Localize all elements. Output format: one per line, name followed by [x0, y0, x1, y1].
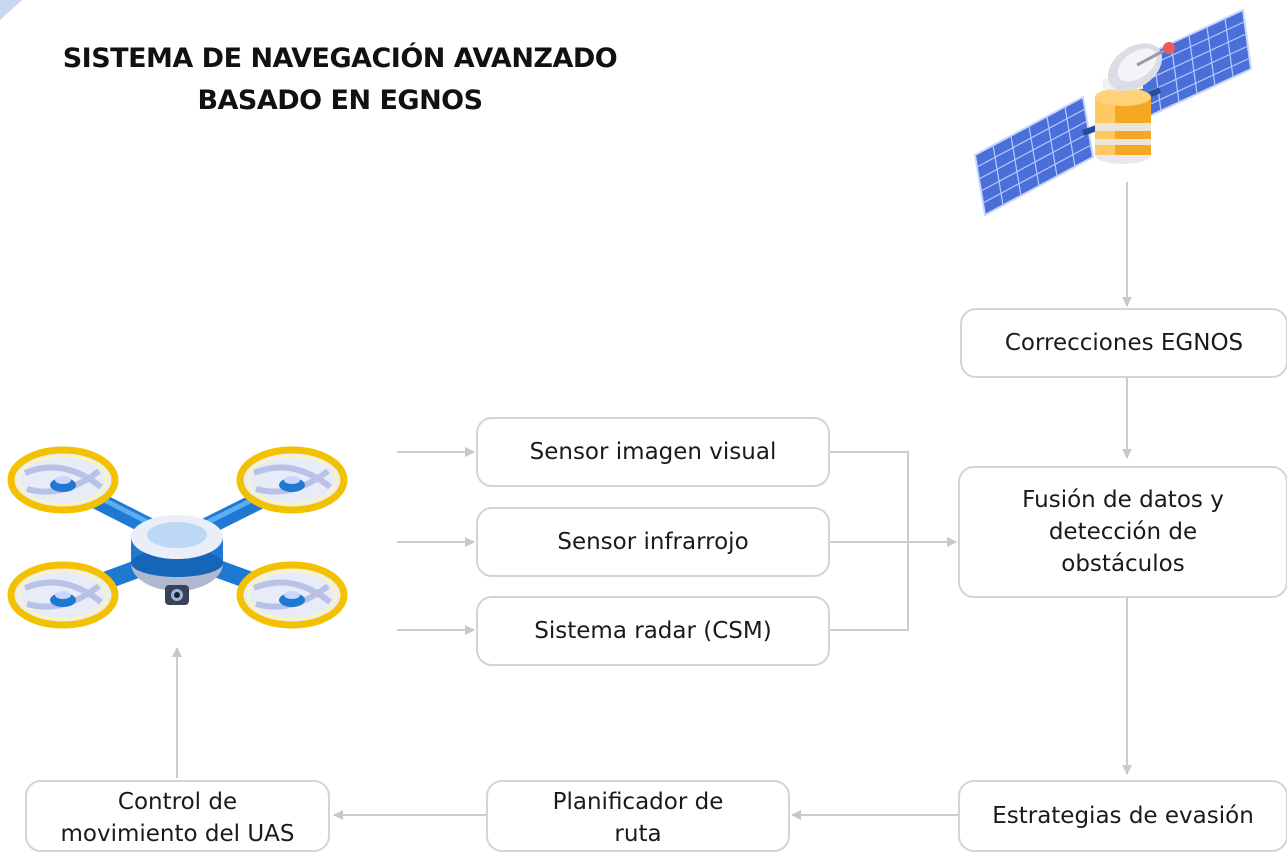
propeller-back-left	[7, 561, 119, 629]
node-visual-label: Sensor imagen visual	[529, 439, 777, 465]
node-radar-system: Sistema radar (CSM)	[476, 596, 830, 666]
left-solar-panel	[973, 95, 1095, 217]
node-infrared-sensor: Sensor infrarrojo	[476, 507, 830, 577]
title-line-2: BASADO EN EGNOS	[197, 85, 483, 116]
satellite-icon	[973, 8, 1253, 217]
node-fusion-line-3: obstáculos	[1061, 551, 1185, 577]
node-uas-motion-control: Control de movimiento del UAS	[25, 780, 330, 852]
node-infrared-label: Sensor infrarrojo	[557, 529, 749, 555]
node-fusion-line-1: Fusión de datos y	[1022, 487, 1224, 513]
corner-accent	[0, 0, 22, 20]
node-egnos-label: Correcciones EGNOS	[1004, 330, 1244, 356]
title-line-1: SISTEMA DE NAVEGACIÓN AVANZADO	[62, 43, 618, 74]
node-evasion-strategies: Estrategias de evasión	[958, 780, 1287, 852]
node-radar-label: Sistema radar (CSM)	[534, 618, 772, 644]
node-fusion-line-2: detección de	[1048, 519, 1198, 545]
node-control-line-1: Control de	[117, 789, 238, 815]
satellite-dish	[1107, 42, 1175, 91]
node-planner-line-1: Planificador de	[552, 789, 724, 815]
node-data-fusion: Fusión de datos y detección de obstáculo…	[958, 466, 1287, 598]
propeller-front-right	[236, 446, 348, 514]
drone-icon	[7, 446, 348, 629]
propeller-front-left	[7, 446, 119, 514]
diagram-title: SISTEMA DE NAVEGACIÓN AVANZADO BASADO EN…	[20, 38, 660, 122]
node-visual-sensor: Sensor imagen visual	[476, 417, 830, 487]
node-control-line-2: movimiento del UAS	[60, 821, 295, 847]
satellite-body	[1095, 79, 1151, 164]
node-egnos-corrections: Correcciones EGNOS	[960, 308, 1287, 378]
node-evasion-label: Estrategias de evasión	[992, 803, 1254, 829]
node-planner-line-2: ruta	[614, 821, 662, 847]
propeller-back-right	[236, 561, 348, 629]
drone-body	[131, 515, 223, 605]
node-route-planner: Planificador de ruta	[486, 780, 790, 852]
